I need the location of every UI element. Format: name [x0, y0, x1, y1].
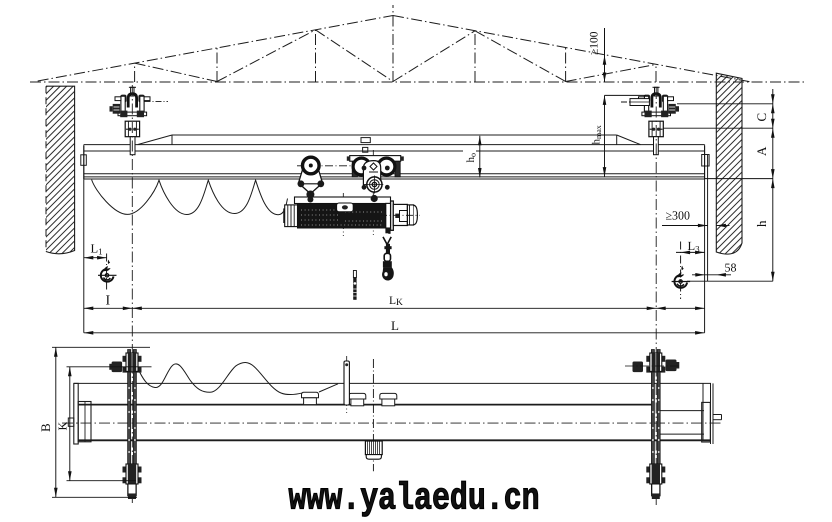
svg-text:www.yalaedu.cn: www.yalaedu.cn — [289, 477, 540, 520]
svg-text:A: A — [754, 146, 769, 156]
svg-text:≥300: ≥300 — [666, 209, 691, 223]
svg-text:LK: LK — [389, 295, 403, 308]
svg-text:L: L — [391, 318, 399, 333]
svg-text:h: h — [754, 220, 769, 227]
svg-text:ho: ho — [465, 153, 478, 163]
svg-text:hmax: hmax — [591, 125, 604, 144]
svg-text:C: C — [754, 113, 769, 122]
svg-text:≥100: ≥100 — [589, 31, 601, 55]
svg-text:K: K — [55, 422, 69, 431]
svg-text:I: I — [106, 293, 111, 308]
svg-text:B: B — [38, 423, 53, 432]
svg-text:58: 58 — [725, 261, 737, 275]
